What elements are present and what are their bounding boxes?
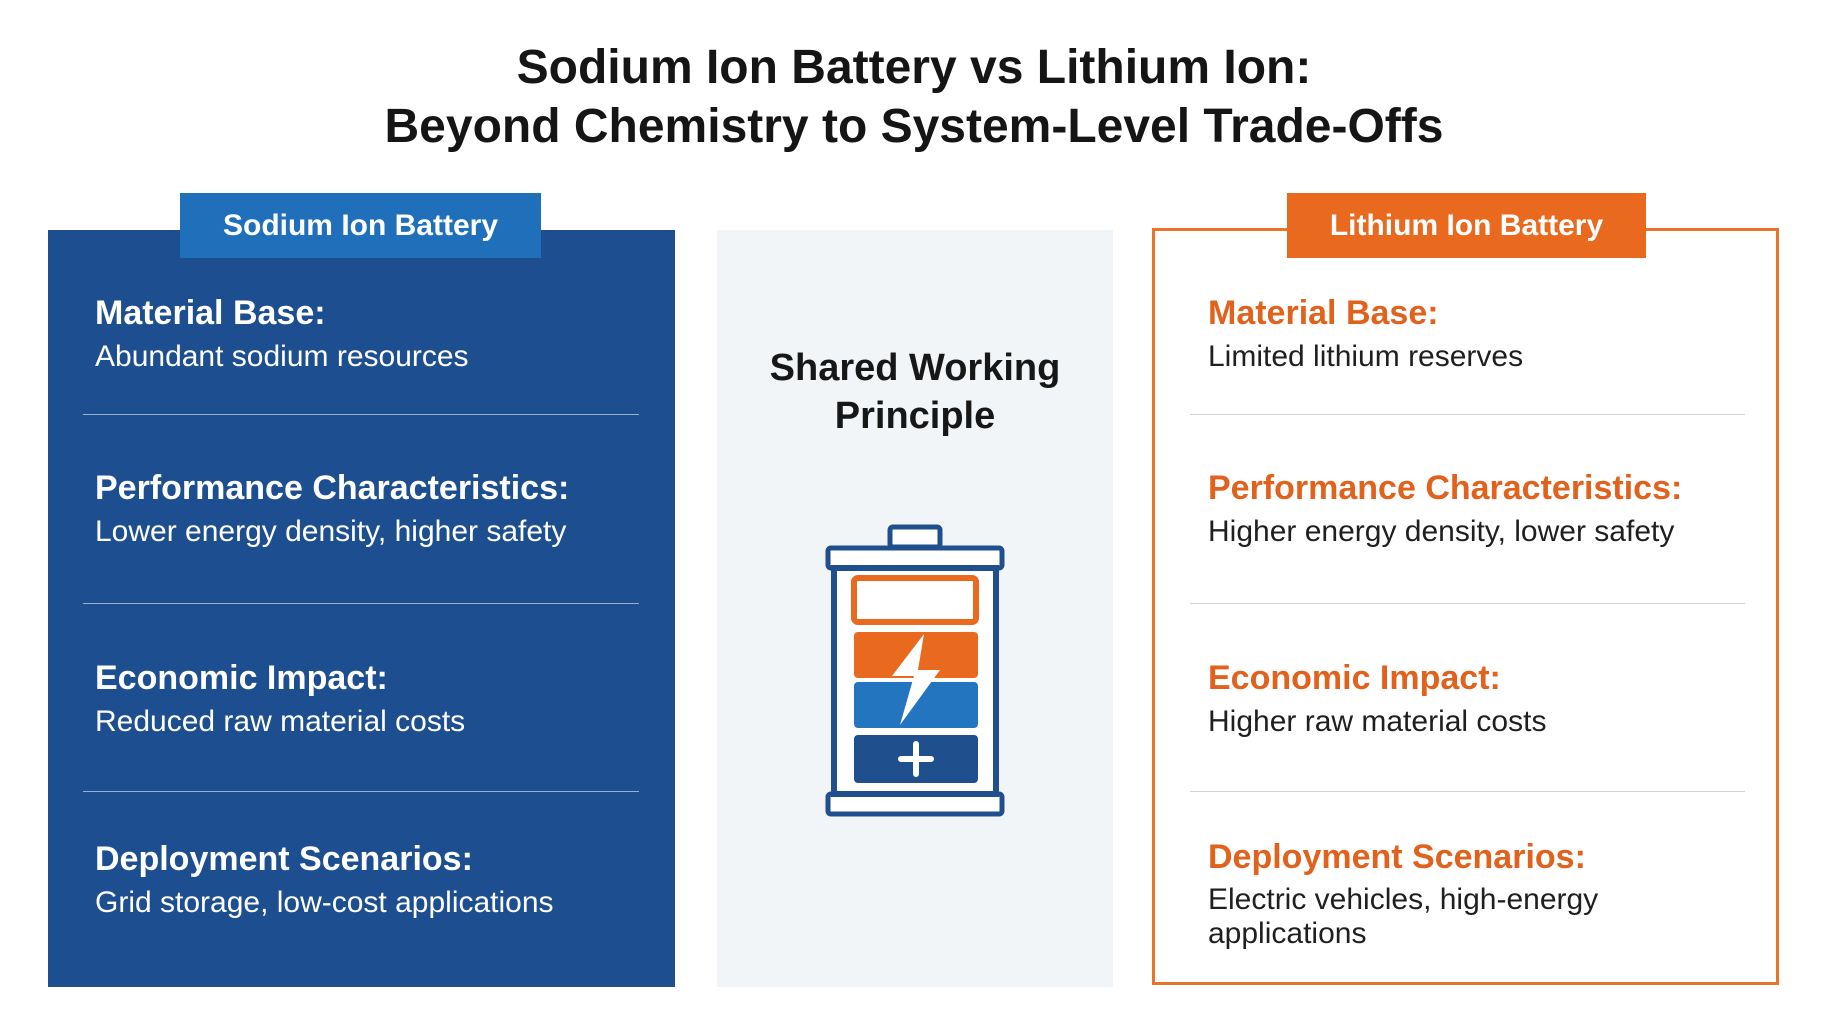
lithium-divider: [1190, 603, 1745, 604]
item-label: Deployment Scenarios:: [95, 840, 473, 878]
lithium-panel: [1152, 228, 1779, 985]
title-line-1: Sodium Ion Battery vs Lithium Ion:: [516, 41, 1312, 94]
sodium-panel: [48, 230, 675, 987]
item-description: Higher energy density, lower safety: [1208, 515, 1675, 548]
page-title: Sodium Ion Battery vs Lithium Ion: Beyon…: [0, 38, 1828, 156]
sodium-tab: Sodium Ion Battery: [180, 193, 541, 258]
plus-icon: [898, 741, 934, 777]
item-description: Higher raw material costs: [1208, 705, 1547, 738]
item-label: Material Base:: [95, 294, 326, 332]
battery-cell-empty: [851, 575, 979, 625]
lithium-item-deployment: Deployment Scenarios: Electric vehicles,…: [1208, 837, 1678, 951]
item-label: Performance Characteristics:: [1208, 469, 1683, 507]
item-description: Limited lithium reserves: [1208, 340, 1524, 373]
sodium-divider: [83, 603, 639, 604]
sodium-item-material-base: Material Base: Abundant sodium resources: [95, 293, 655, 374]
sodium-divider: [83, 414, 639, 415]
shared-title-line-2: Principle: [834, 395, 996, 437]
item-description: Grid storage, low-cost applications: [95, 886, 554, 919]
shared-title: Shared Working Principle: [717, 344, 1113, 440]
lithium-item-material-base: Material Base: Limited lithium reserves: [1208, 293, 1748, 374]
item-description: Reduced raw material costs: [95, 705, 466, 738]
battery-cell-blue: [854, 682, 978, 728]
item-description: Lower energy density, higher safety: [95, 515, 567, 548]
sodium-item-deployment: Deployment Scenarios: Grid storage, low-…: [95, 839, 655, 920]
battery-terminal: [887, 524, 943, 550]
title-line-2: Beyond Chemistry to System-Level Trade-O…: [384, 100, 1444, 153]
lithium-item-economic: Economic Impact: Higher raw material cos…: [1208, 658, 1748, 739]
item-description: Electric vehicles, high-energy applicati…: [1208, 883, 1599, 950]
item-description: Abundant sodium resources: [95, 340, 469, 373]
lithium-divider: [1190, 414, 1745, 415]
lithium-tab: Lithium Ion Battery: [1287, 193, 1646, 258]
item-label: Performance Characteristics:: [95, 469, 570, 507]
battery-icon: [825, 524, 1005, 817]
item-label: Economic Impact:: [95, 659, 388, 697]
item-label: Material Base:: [1208, 294, 1439, 332]
lithium-divider: [1190, 791, 1745, 792]
shared-title-line-1: Shared Working: [769, 347, 1061, 389]
item-label: Economic Impact:: [1208, 659, 1501, 697]
lithium-item-performance: Performance Characteristics: Higher ener…: [1208, 468, 1748, 549]
sodium-item-performance: Performance Characteristics: Lower energ…: [95, 468, 655, 549]
sodium-item-economic: Economic Impact: Reduced raw material co…: [95, 658, 655, 739]
item-label: Deployment Scenarios:: [1208, 838, 1586, 876]
lightning-bolt-icon: [892, 634, 940, 725]
sodium-divider: [83, 791, 639, 792]
